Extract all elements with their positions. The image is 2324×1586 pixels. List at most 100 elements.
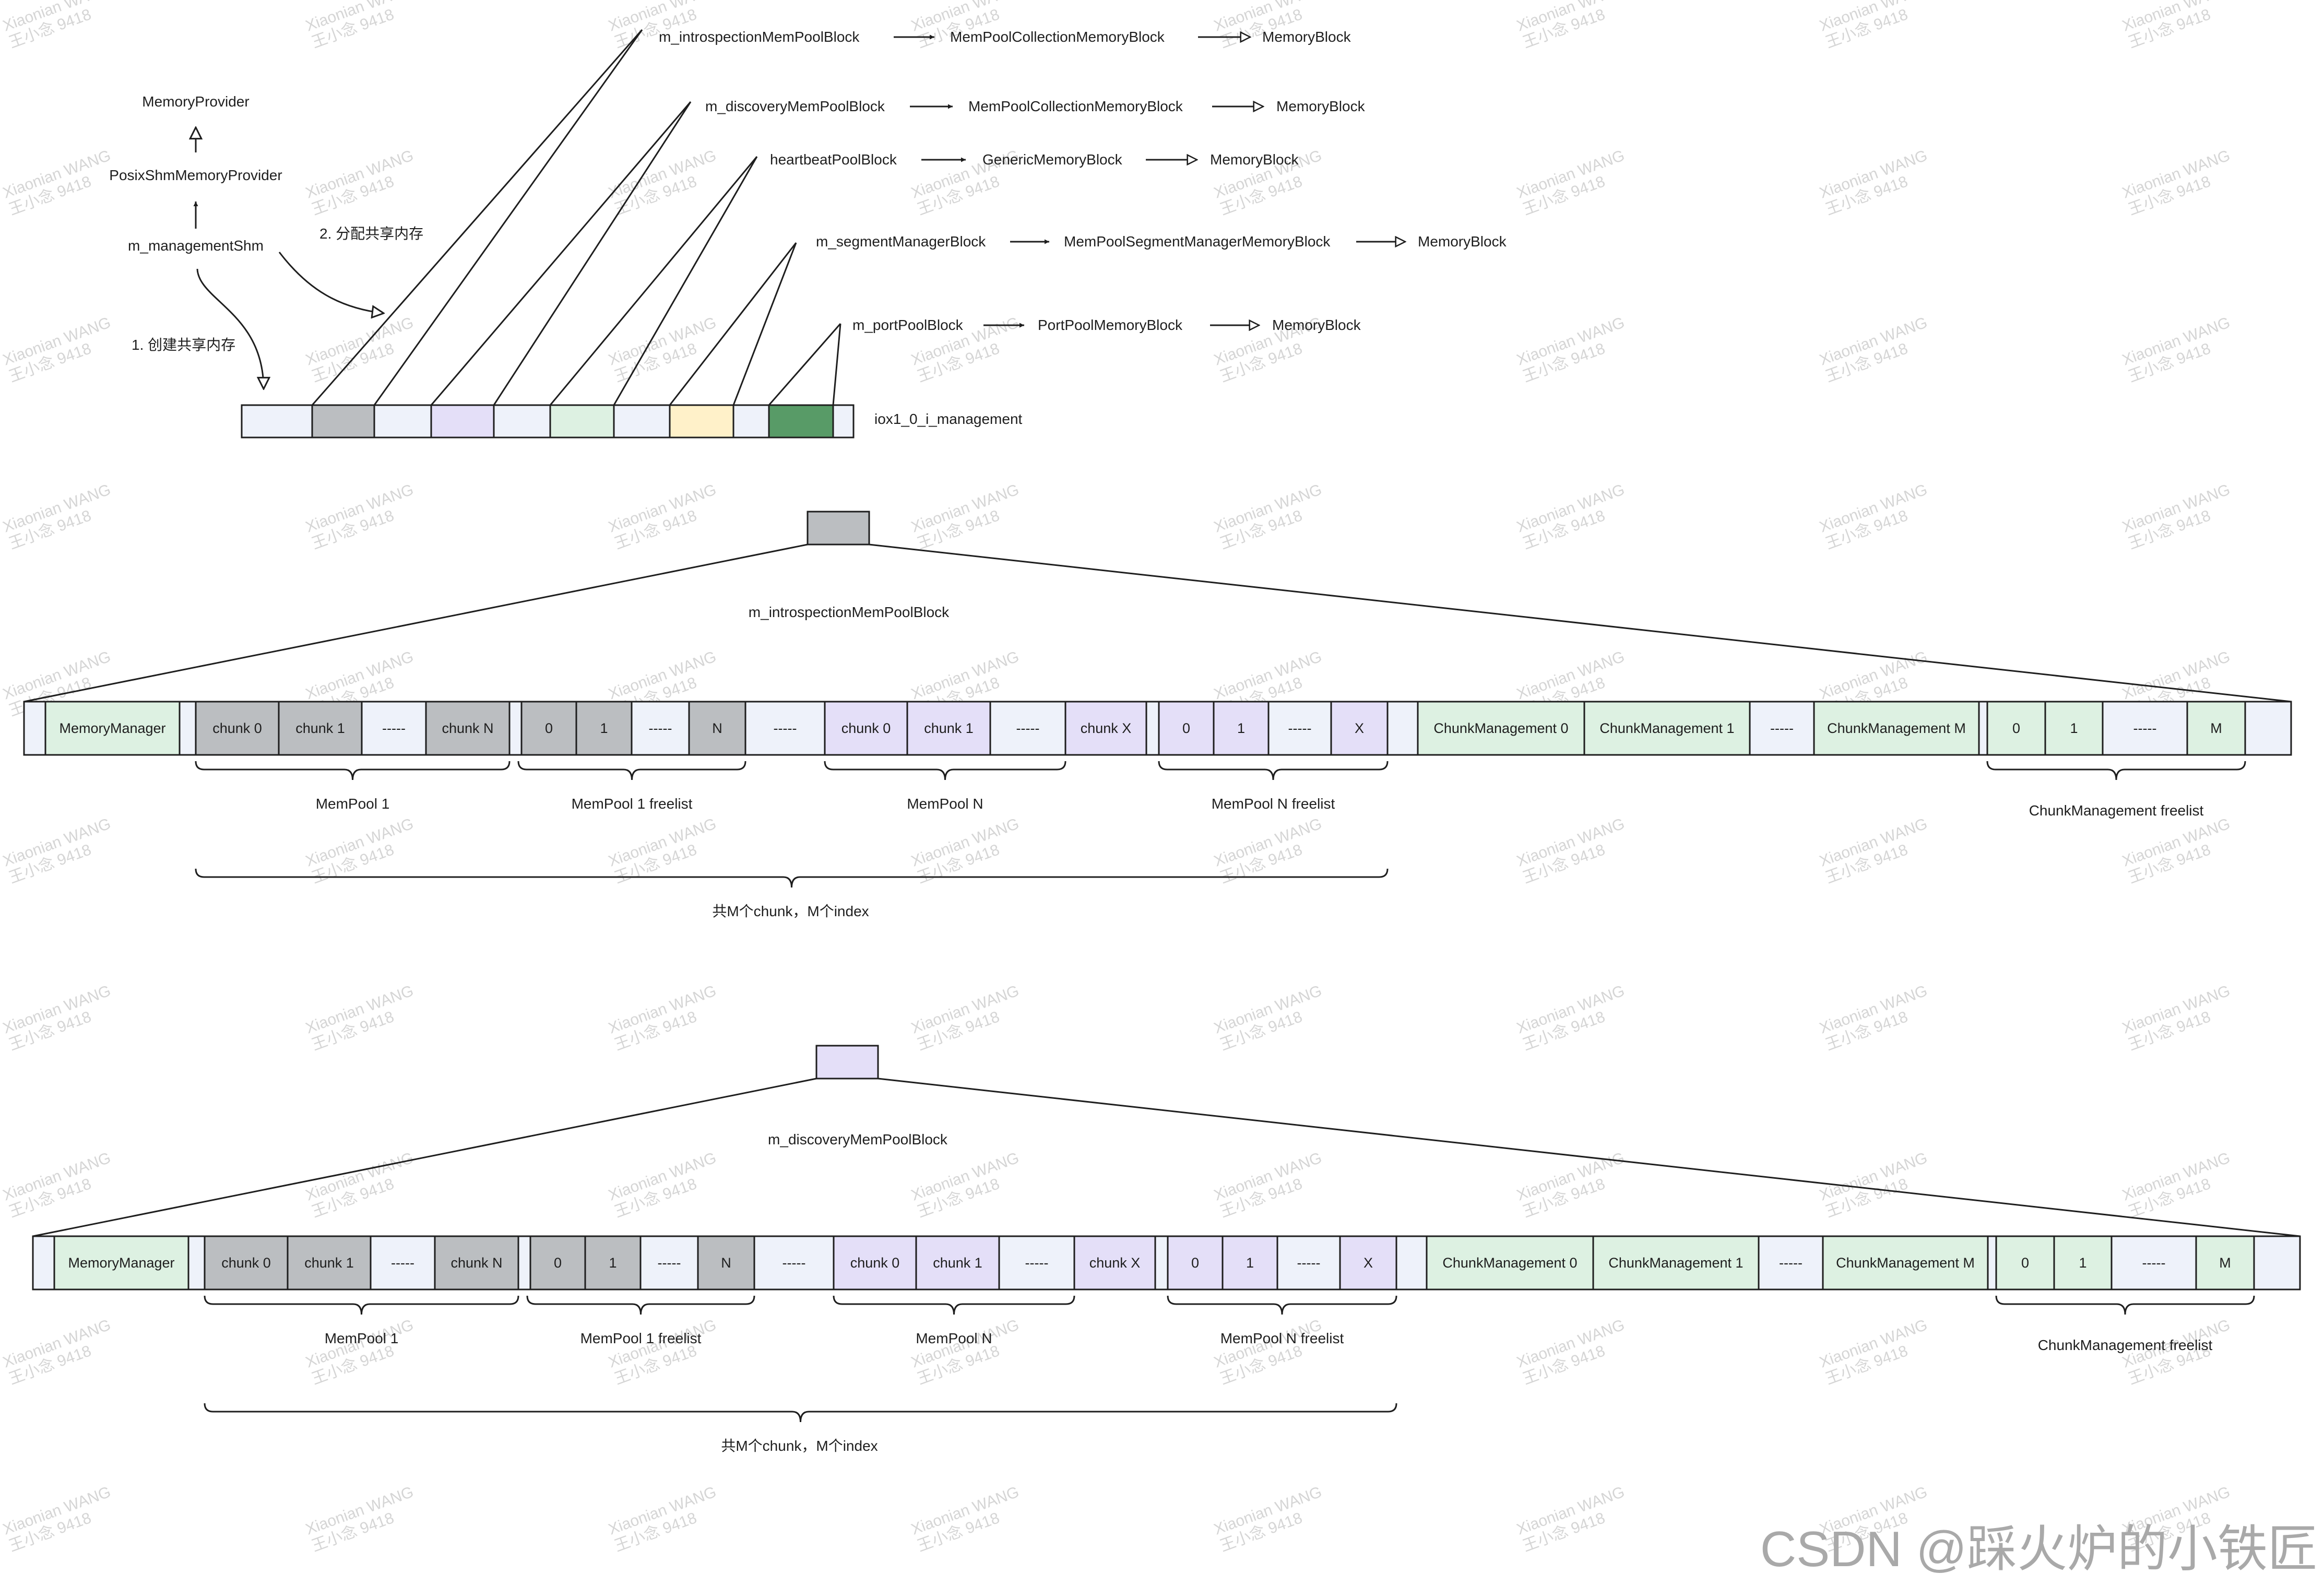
- brace-label: ChunkManagement freelist: [2029, 802, 2204, 819]
- cell-label: ChunkManagement 0: [1442, 1255, 1577, 1271]
- brace-chunkmanagement-freelist: ChunkManagement freelist: [1995, 1295, 2255, 1353]
- segment-cell-pale_blue: [493, 404, 551, 439]
- cell-box: [1978, 701, 1988, 756]
- block-type: PortPoolMemoryBlock: [1038, 317, 1183, 333]
- row-cell-blank: [1978, 701, 1988, 756]
- cell-label: M: [2219, 1255, 2231, 1271]
- total-label: 共M个chunk，M个index: [721, 1438, 878, 1454]
- block-type: GenericMemoryBlock: [982, 151, 1123, 168]
- cell-box: [2253, 1235, 2301, 1291]
- cell-label: -----: [391, 1255, 414, 1271]
- brace-mempool-n: MemPool N: [833, 1295, 1075, 1346]
- cell-box: [998, 1235, 1075, 1291]
- row-cell-blank: -----: [989, 701, 1066, 756]
- segment-cell-cream: [669, 404, 734, 439]
- cell-box: [1145, 701, 1160, 756]
- curly-brace: [1167, 1295, 1397, 1315]
- allocate-shm-arrow: [278, 252, 384, 313]
- cell-label: -----: [782, 1255, 806, 1271]
- cell-box: [2053, 1235, 2113, 1291]
- fan-line: [613, 156, 758, 406]
- row-cell-blank: -----: [1267, 701, 1332, 756]
- cell-box: [688, 701, 746, 756]
- cell-box: [1995, 1235, 2055, 1291]
- curly-brace: [1986, 761, 2246, 780]
- brace-mempool-1-freelist: MemPool 1 freelist: [526, 1295, 755, 1346]
- cell-box: [1154, 1235, 1169, 1291]
- cell-label: chunk X: [1081, 720, 1132, 736]
- cell-label: chunk N: [450, 1255, 502, 1271]
- segment-cell-lavender: [430, 404, 495, 439]
- row-cell-blank: [1386, 701, 1419, 756]
- cell-label: chunk 1: [924, 720, 974, 736]
- row-cell-blank: [179, 701, 197, 756]
- row-cell-blank: [1145, 701, 1160, 756]
- row-cell-m: M: [2195, 1235, 2255, 1291]
- cell-label: 1: [1237, 720, 1245, 736]
- cell-box: [915, 1235, 1000, 1291]
- cell-label: chunk N: [442, 720, 493, 736]
- curly-brace: [824, 761, 1066, 780]
- row-cell-1: 1: [584, 1235, 642, 1291]
- cell-label: 0: [545, 720, 553, 736]
- cell-box: [1267, 701, 1332, 756]
- row-cell-chunkmanagement-1: ChunkManagement 1: [1592, 1235, 1760, 1291]
- cell-box: [833, 1235, 917, 1291]
- cell-label: -----: [774, 720, 797, 736]
- cell-box: [631, 701, 690, 756]
- cell-box: [529, 1235, 586, 1291]
- total-brace: 共M个chunk，M个index: [195, 868, 1389, 919]
- brace-label: MemPool 1: [325, 1330, 399, 1346]
- segment-label: iox1_0_i_management: [874, 411, 1023, 427]
- brace-label: MemPool N freelist: [1220, 1330, 1344, 1346]
- cell-label: 0: [554, 1255, 562, 1271]
- block-name: m_introspectionMemPoolBlock: [659, 29, 860, 45]
- fan-line: [493, 101, 692, 406]
- block-name: heartbeatPoolBlock: [770, 151, 897, 168]
- row-cell-1: 1: [575, 701, 633, 756]
- row-cell-blank: -----: [753, 1235, 835, 1291]
- cell-box: [2244, 701, 2292, 756]
- management-segment-bar: [241, 404, 855, 439]
- cell-label: 1: [609, 1255, 616, 1271]
- row-cell-blank: -----: [744, 701, 826, 756]
- row-cell-blank: -----: [2110, 1235, 2197, 1291]
- row-cell-blank: [508, 701, 523, 756]
- row-cell-blank: -----: [2102, 701, 2188, 756]
- memory-block-box: [815, 1045, 879, 1080]
- cell-label: 0: [1191, 1255, 1199, 1271]
- curly-brace: [195, 761, 511, 780]
- brace-mempool-n-freelist: MemPool N freelist: [1158, 761, 1389, 812]
- brace-label: ChunkManagement freelist: [2038, 1337, 2213, 1353]
- cell-label: chunk 0: [841, 720, 891, 736]
- cell-label: MemoryManager: [59, 720, 165, 736]
- block-name: m_portPoolBlock: [852, 317, 964, 333]
